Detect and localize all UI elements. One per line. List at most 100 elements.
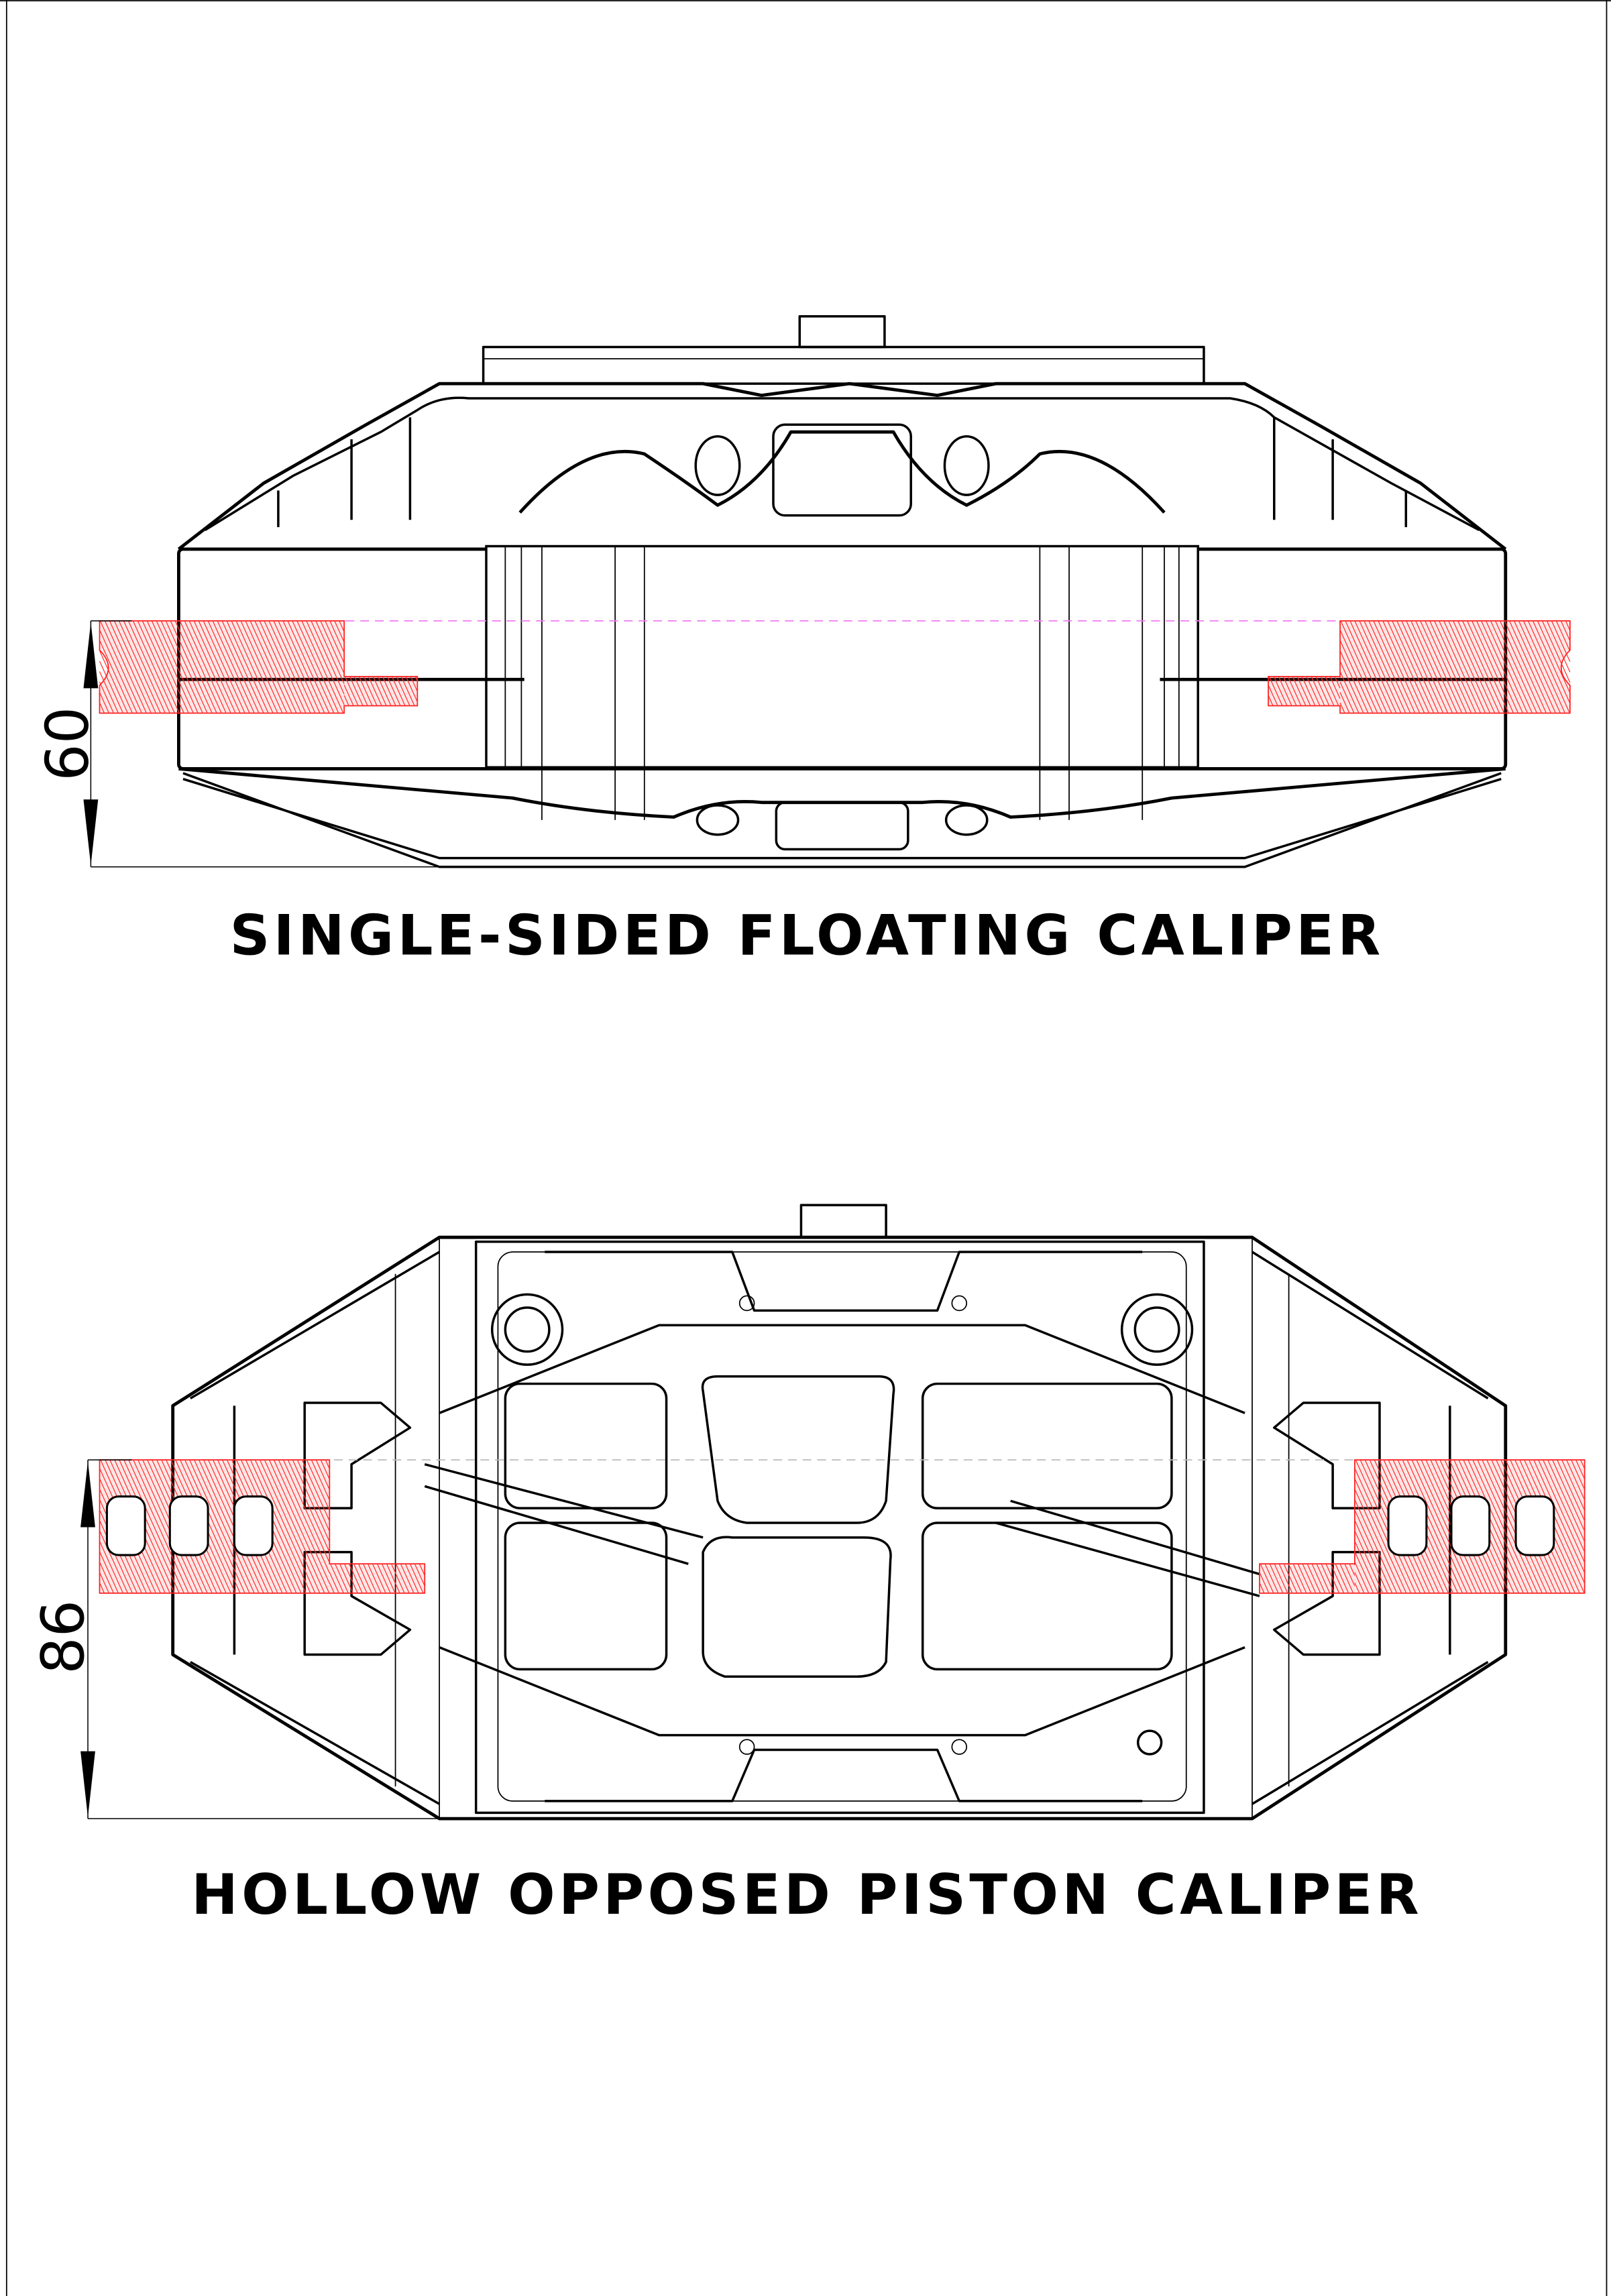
hatch-line <box>240 620 283 713</box>
hatch-line <box>259 1459 321 1594</box>
hatch-line <box>1259 1583 1265 1594</box>
hatch-line <box>1482 1459 1543 1594</box>
hatch-line <box>1274 1563 1288 1594</box>
opposed-piston-caliper-pads <box>99 1459 1586 1594</box>
floating-caliper-pads <box>99 620 1571 714</box>
hatch-line <box>1354 620 1397 713</box>
hatch-line <box>1537 620 1571 693</box>
hatch-line <box>99 1561 114 1594</box>
hatch-line <box>1349 1563 1355 1576</box>
hatch-line <box>1566 1459 1586 1501</box>
hatch-line <box>1557 1459 1586 1522</box>
hatch-line <box>245 1459 307 1594</box>
hatch-line <box>409 1563 424 1594</box>
hatch-line <box>1339 692 1350 713</box>
hatch-line <box>1287 676 1302 706</box>
hatch-line <box>368 676 382 706</box>
hatch-line <box>193 620 236 713</box>
hatch-line <box>235 620 278 713</box>
hatch-line <box>1354 1499 1398 1594</box>
pad-slot <box>1450 1495 1491 1556</box>
hatch-line <box>249 1459 311 1594</box>
hatch-line <box>1268 695 1274 706</box>
dimension-60: 60 <box>34 620 440 868</box>
hatch-line <box>217 620 260 713</box>
hatch-line <box>329 1583 335 1594</box>
hatch-line <box>1339 671 1359 713</box>
hatch-line <box>1335 1563 1349 1594</box>
hatch-line <box>1406 620 1449 713</box>
hatch-line <box>132 620 175 713</box>
hatch-line <box>113 620 156 713</box>
hatch-line <box>353 676 368 706</box>
hatch-line <box>287 620 330 713</box>
hatch-line <box>296 620 339 713</box>
hatch-line <box>320 620 345 674</box>
hatch-line <box>1340 620 1383 713</box>
hatch-line <box>1339 676 1341 679</box>
pad-slot <box>1514 1495 1555 1556</box>
hatch-line <box>1264 1563 1279 1594</box>
hatch-line <box>1339 661 1364 713</box>
hatch-line <box>231 620 274 713</box>
hatch-line <box>419 1563 425 1576</box>
hatch-line <box>386 676 401 706</box>
dimension-arrow-up <box>80 1461 95 1528</box>
hatch-line <box>1565 620 1571 631</box>
hatch-line <box>334 620 345 642</box>
hatch-line <box>349 676 364 706</box>
hatch-line <box>358 1563 372 1594</box>
hatch-line <box>1320 676 1335 706</box>
hatch-line <box>396 676 410 706</box>
hatch-line <box>99 1583 105 1594</box>
hatch-line <box>118 620 161 713</box>
hatch-line <box>1471 620 1514 713</box>
hatch-line <box>1561 1459 1586 1511</box>
hatch-line <box>1560 620 1571 641</box>
hatch-line <box>1518 620 1561 713</box>
pad-slots <box>105 1495 1555 1556</box>
hatch-line <box>128 1459 189 1594</box>
hatch-line <box>363 676 378 706</box>
hatch-line <box>254 1459 316 1594</box>
hatch-line <box>343 685 354 706</box>
hatch-line <box>165 620 208 713</box>
floating-caliper-title: SINGLE-SIDED FLOATING CALIPER <box>230 903 1384 968</box>
hatch-line <box>1354 1551 1374 1594</box>
hatch-line <box>1453 620 1496 713</box>
hatch-line <box>400 1563 414 1594</box>
hatch-line <box>377 676 392 706</box>
hatch-line <box>404 1563 419 1594</box>
hatch-line <box>414 676 418 681</box>
hatch-line <box>1467 1459 1529 1594</box>
hatch-line <box>320 1459 330 1480</box>
hatch-line <box>133 1459 194 1594</box>
hatch-line <box>273 1459 330 1584</box>
hatch-line <box>395 1563 410 1594</box>
hatch-line <box>203 620 245 713</box>
hatch-line <box>1268 685 1278 706</box>
hatch-line <box>1354 1540 1379 1594</box>
hatch-line <box>184 620 227 713</box>
hatch-line <box>1396 620 1439 713</box>
hatch-line <box>292 1459 330 1542</box>
hatch-line <box>367 1563 382 1594</box>
hatch-line <box>301 1459 330 1522</box>
hatch-line <box>329 1572 339 1594</box>
hatch-line <box>1495 620 1538 713</box>
hatch-line <box>1354 1583 1360 1594</box>
hatch-line <box>1354 1572 1365 1594</box>
hatch-line <box>198 620 241 713</box>
floating-caliper-drawing <box>177 314 1508 868</box>
hatch-line <box>1354 1561 1370 1594</box>
hatch-line <box>1457 620 1500 713</box>
hatch-line <box>1354 1478 1407 1594</box>
hatch-line <box>1555 620 1571 652</box>
hatch-line <box>301 620 344 713</box>
hatch-line <box>1329 676 1341 699</box>
hatch-line <box>343 695 349 706</box>
hatch-line <box>1571 1459 1586 1490</box>
hatch-line <box>1397 1459 1459 1594</box>
hatch-line <box>1580 1459 1586 1469</box>
